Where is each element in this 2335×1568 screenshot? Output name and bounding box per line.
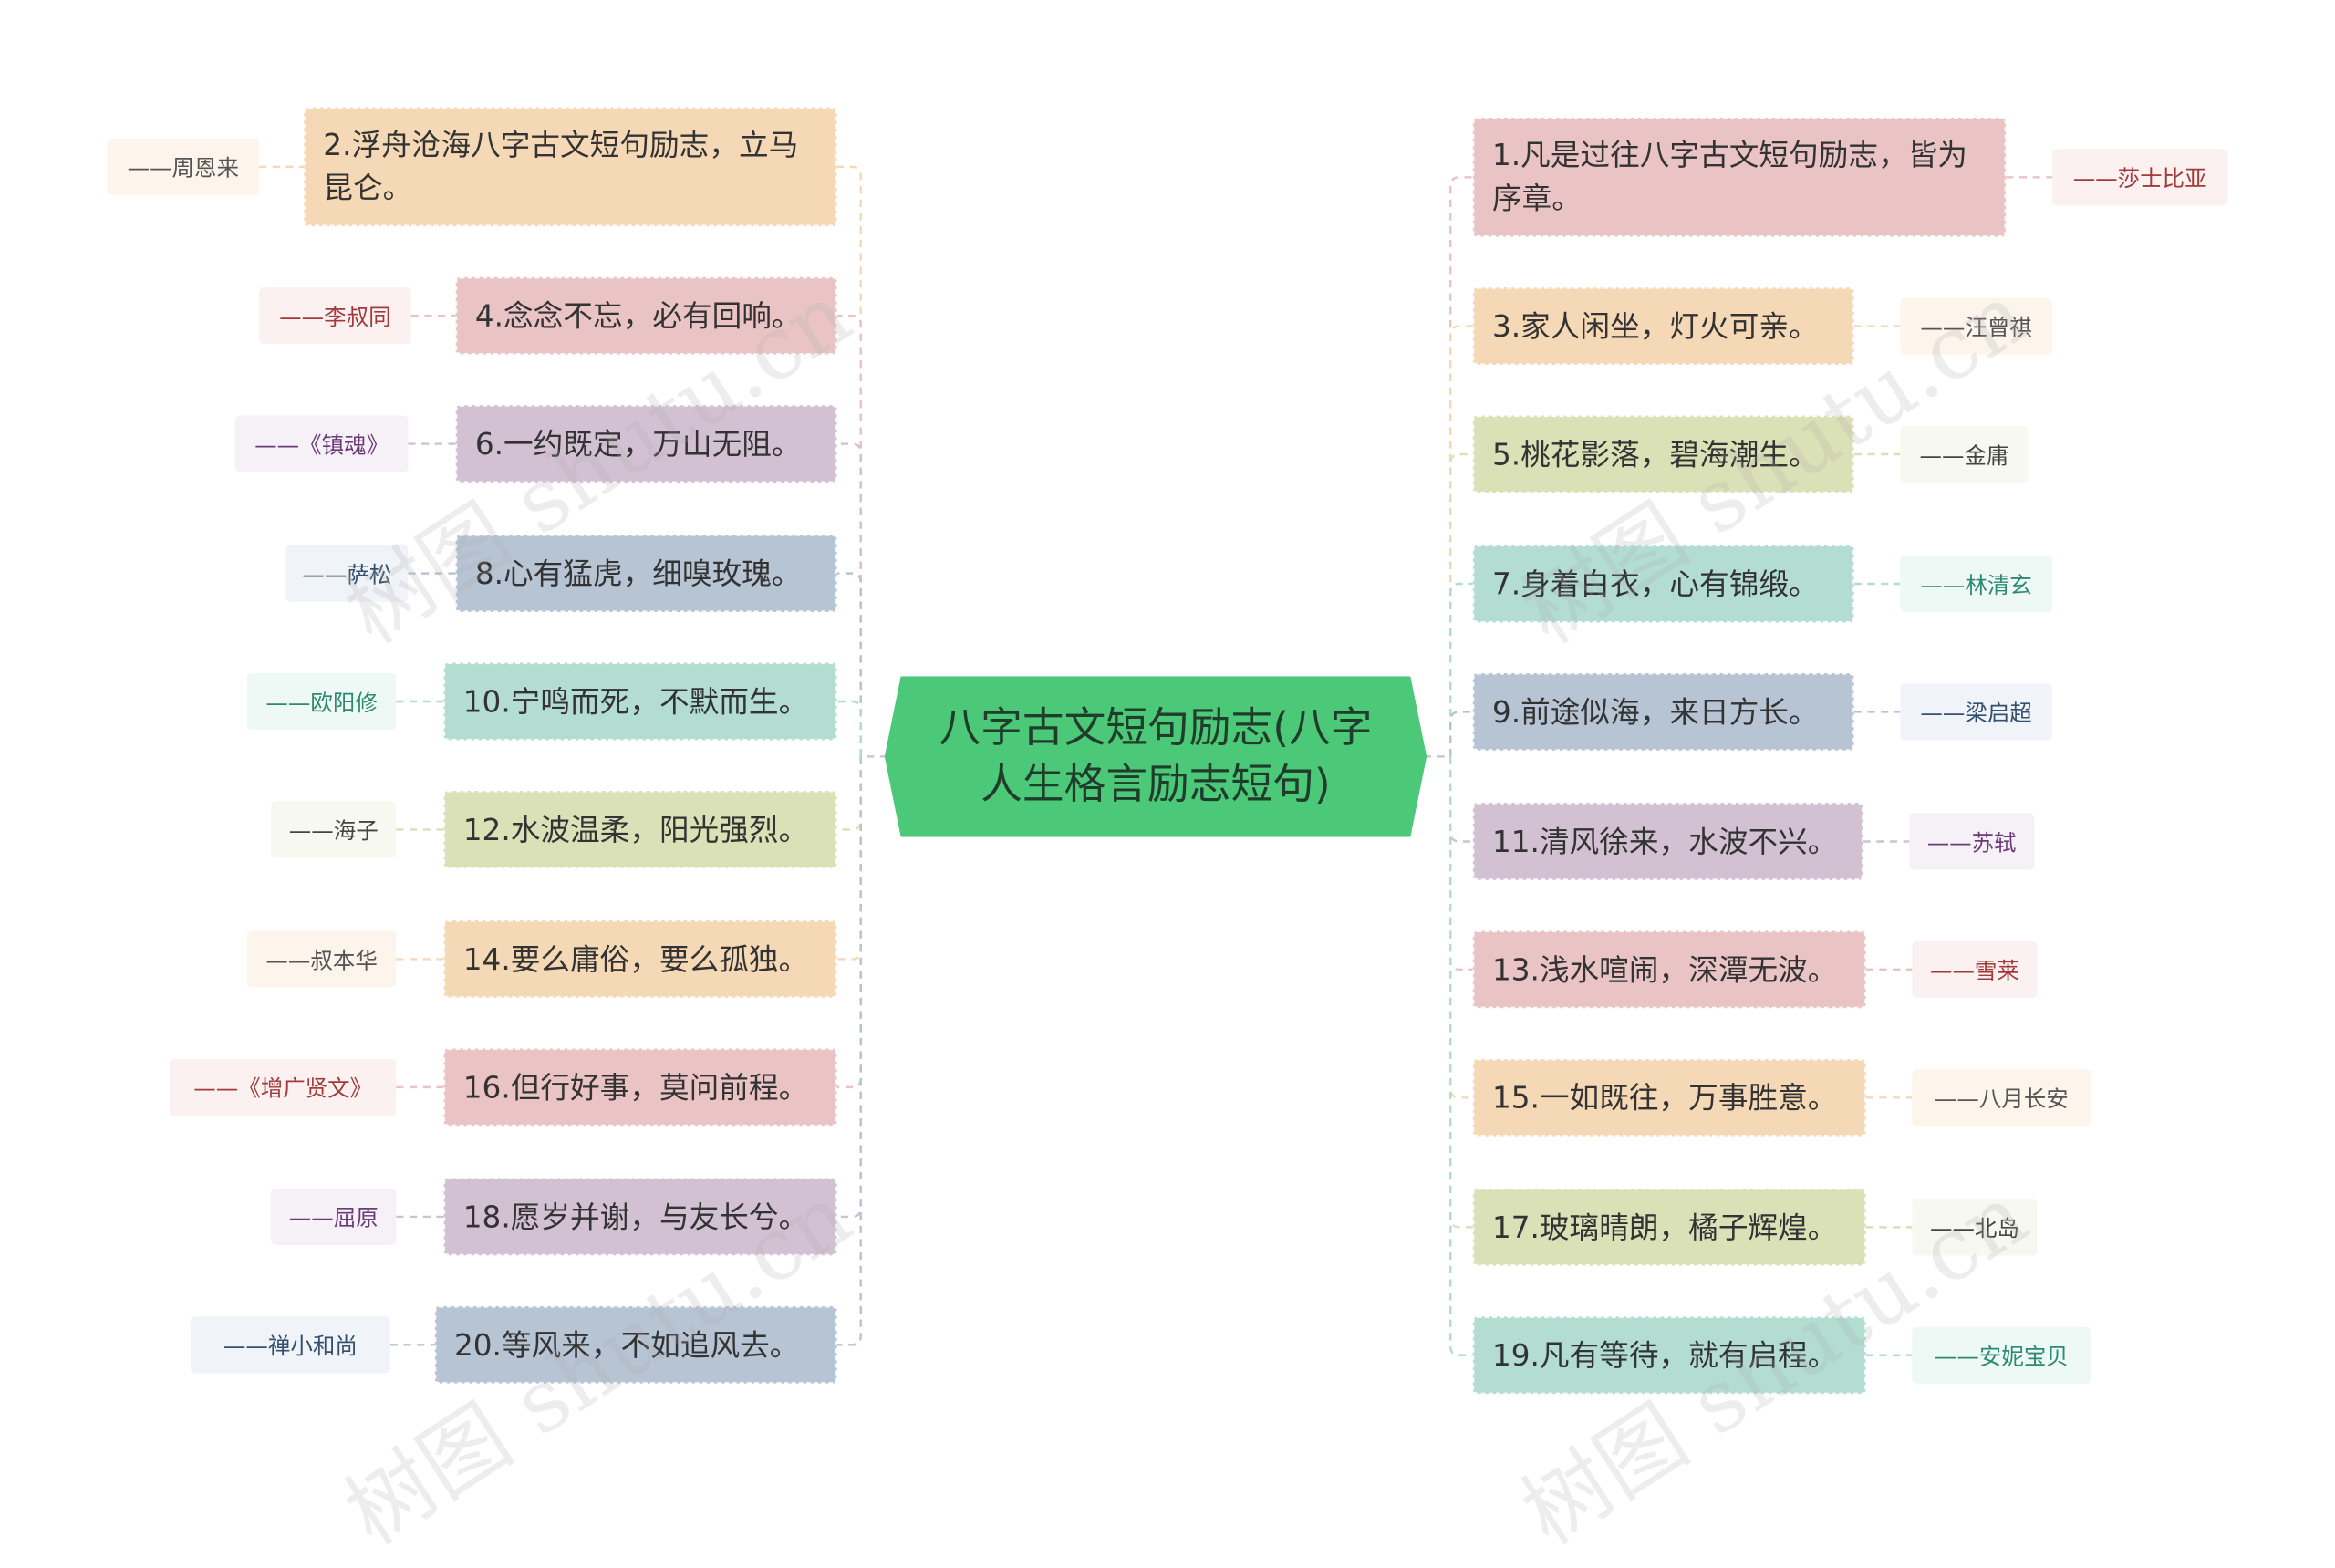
- branch-connector: [1449, 325, 1473, 757]
- branch-connector: [1449, 756, 1473, 1099]
- branch-connector: [836, 314, 862, 757]
- branch-connector: [1449, 756, 1473, 1356]
- left-author-label[interactable]: ——《增广贤文》: [170, 1058, 397, 1116]
- left-author-label[interactable]: ——《镇魂》: [234, 415, 409, 472]
- left-topic-node[interactable]: 18.愿岁并谢，与友长兮。: [443, 1178, 837, 1256]
- branch-connector: [836, 756, 862, 1219]
- mindmap-canvas: 八字古文短句励志(八字人生格言励志短句) 2.浮舟沧海八字古文短句励志，立马昆仑…: [107, 107, 2228, 1564]
- branch-connector: [836, 756, 862, 961]
- right-topic-node[interactable]: 3.家人闲坐，灯火可亲。: [1472, 287, 1854, 366]
- left-author-label[interactable]: ——叔本华: [247, 930, 397, 988]
- right-author-label[interactable]: ——北岛: [1912, 1199, 2038, 1256]
- right-topic-node[interactable]: 17.玻璃晴朗，橘子辉煌。: [1472, 1188, 1866, 1266]
- left-author-label[interactable]: ——屈原: [271, 1188, 397, 1245]
- branch-connector: [836, 756, 862, 1089]
- right-author-label[interactable]: ——梁启超: [1900, 683, 2052, 741]
- left-topic-node[interactable]: 2.浮舟沧海八字古文短句励志，立马昆仑。: [304, 107, 837, 227]
- right-author-label[interactable]: ——苏轼: [1909, 813, 2035, 870]
- left-topic-node[interactable]: 10.宁鸣而死，不默而生。: [443, 662, 837, 741]
- central-topic[interactable]: 八字古文短句励志(八字人生格言励志短句): [884, 676, 1427, 837]
- branch-connector: [1449, 756, 1473, 971]
- branch-connector: [836, 756, 862, 831]
- branch-connector: [1449, 711, 1473, 757]
- right-topic-node[interactable]: 5.桃花影落，碧海潮生。: [1472, 415, 1854, 493]
- right-author-label[interactable]: ——安妮宝贝: [1912, 1326, 2091, 1384]
- branch-connector: [836, 572, 862, 757]
- left-topic-node[interactable]: 14.要么庸俗，要么孤独。: [443, 920, 837, 998]
- right-topic-node[interactable]: 9.前途似海，来日方长。: [1472, 672, 1854, 751]
- right-topic-node[interactable]: 1.凡是过往八字古文短句励志，皆为序章。: [1472, 117, 2007, 237]
- left-author-label[interactable]: ——欧阳修: [247, 672, 397, 731]
- branch-connector: [1449, 176, 1473, 757]
- branch-connector: [836, 700, 862, 757]
- right-topic-node[interactable]: 13.浅水喧闹，深潭无波。: [1472, 930, 1866, 1009]
- left-author-label[interactable]: ——周恩来: [107, 138, 260, 195]
- left-topic-node[interactable]: 6.一约既定，万山无阻。: [455, 405, 837, 483]
- branch-connector: [1449, 452, 1473, 757]
- left-topic-node[interactable]: 8.心有猛虎，细嗅玫瑰。: [455, 535, 837, 613]
- left-author-label[interactable]: ——禅小和尚: [190, 1316, 390, 1374]
- right-topic-node[interactable]: 11.清风徐来，水波不兴。: [1472, 803, 1863, 880]
- right-author-label[interactable]: ——八月长安: [1912, 1069, 2091, 1127]
- right-author-label[interactable]: ——莎士比亚: [2051, 149, 2228, 206]
- right-author-label[interactable]: ——金庸: [1900, 425, 2029, 483]
- branch-connector: [836, 442, 862, 757]
- right-topic-node[interactable]: 15.一如既往，万事胜意。: [1472, 1058, 1866, 1137]
- left-author-label[interactable]: ——李叔同: [259, 287, 411, 345]
- left-topic-node[interactable]: 16.但行好事，莫问前程。: [443, 1048, 837, 1127]
- right-topic-node[interactable]: 19.凡有等待，就有启程。: [1472, 1316, 1866, 1395]
- left-topic-node[interactable]: 20.等风来，不如追风去。: [434, 1305, 837, 1384]
- branch-connector: [836, 165, 862, 757]
- left-author-label[interactable]: ——萨松: [285, 545, 409, 602]
- connector-lines: [259, 165, 2052, 1356]
- branch-connector: [1449, 756, 1473, 843]
- right-author-label[interactable]: ——雪莱: [1912, 940, 2038, 998]
- right-author-label[interactable]: ——林清玄: [1900, 555, 2052, 613]
- branch-connector: [1449, 582, 1473, 757]
- left-topic-node[interactable]: 12.水波温柔，阳光强烈。: [443, 790, 837, 868]
- left-author-label[interactable]: ——海子: [271, 801, 397, 858]
- left-topic-node[interactable]: 4.念念不忘，必有回响。: [455, 276, 837, 355]
- branch-connector: [1449, 756, 1473, 1229]
- right-author-label[interactable]: ——汪曾祺: [1900, 297, 2052, 355]
- branch-connector: [836, 756, 862, 1346]
- right-topic-node[interactable]: 7.身着白衣，心有锦缎。: [1472, 545, 1854, 623]
